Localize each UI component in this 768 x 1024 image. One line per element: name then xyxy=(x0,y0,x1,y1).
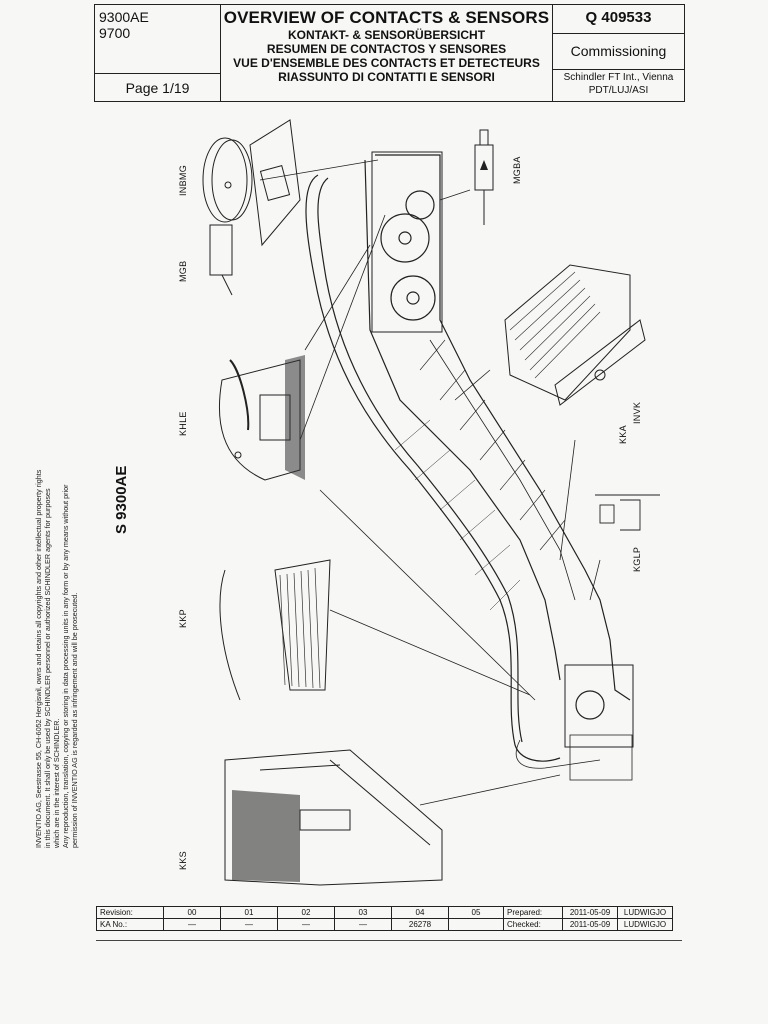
label-kkp: KKP xyxy=(178,609,188,628)
label-mgb: MGB xyxy=(178,260,188,282)
lower-pit-detail xyxy=(224,749,443,886)
checked-by: LUDWIGJO xyxy=(617,918,673,931)
product-code: 9300AE xyxy=(99,9,149,25)
organization-dept: PDT/LUJ/ASI xyxy=(588,85,649,96)
title-block-right: Q 409533 Commissioning Schindler FT Int.… xyxy=(553,5,685,101)
ka-cell: 26278 xyxy=(391,918,449,931)
revision-table: Revision: 00 01 02 03 04 05 Prepared: 20… xyxy=(96,906,673,931)
ka-cell: — xyxy=(163,918,221,931)
truss-web xyxy=(419,339,566,551)
copyright-notice: INVENTIO AG, Seestrasse 55, CH-6052 Herg… xyxy=(34,470,79,848)
truss-bottom xyxy=(364,159,561,681)
document-number: Q 409533 xyxy=(553,5,684,34)
rev-label: Revision: xyxy=(96,906,164,919)
table-row: Revision: 00 01 02 03 04 05 Prepared: 20… xyxy=(96,906,673,919)
label-kks: KKS xyxy=(178,851,188,870)
rev-cell: 00 xyxy=(163,906,221,919)
ka-cell: — xyxy=(220,918,278,931)
table-row: KA No.: — — — — 26278 Checked: 2011-05-0… xyxy=(96,918,673,931)
legal-line-4: Any reproduction, translation, copying o… xyxy=(61,484,70,848)
page-title: OVERVIEW OF CONTACTS & SENSORS xyxy=(223,8,550,27)
title-block-center: OVERVIEW OF CONTACTS & SENSORS KONTAKT- … xyxy=(221,5,553,101)
ka-cell xyxy=(448,918,504,931)
prepared-label: Prepared: xyxy=(503,906,563,919)
brake-sensor xyxy=(209,224,233,276)
ka-label: KA No.: xyxy=(96,918,164,931)
drive-wheel-lower xyxy=(390,275,436,321)
rev-cell: 05 xyxy=(448,906,504,919)
document-type: Commissioning xyxy=(553,33,684,70)
checked-date: 2011-05-09 xyxy=(562,918,618,931)
rev-cell: 02 xyxy=(277,906,335,919)
drive-wheel-upper xyxy=(380,213,430,263)
handrail-inner xyxy=(317,177,523,743)
subtitle-de: KONTAKT- & SENSORÜBERSICHT xyxy=(287,28,486,42)
brake-bracket xyxy=(249,119,301,247)
handrail-entry-detail xyxy=(218,359,301,481)
product-code-alt: 9700 xyxy=(99,25,131,41)
label-invk: INVK xyxy=(632,401,642,424)
legal-line-3: which are in the interest of SCHINDLER. xyxy=(52,718,61,848)
ka-cell: — xyxy=(334,918,392,931)
page-number: Page 1/19 xyxy=(95,73,220,102)
subtitle-fr: VUE D'ENSEMBLE DES CONTACTS ET DETECTEUR… xyxy=(233,56,540,70)
label-kka: KKA xyxy=(618,425,628,444)
comb-plate-detail xyxy=(219,569,241,701)
legal-line-5: permission of INVENTIO AG is regarded as… xyxy=(70,592,79,848)
organization: Schindler FT Int., Vienna PDT/LUJ/ASI xyxy=(553,71,684,97)
prepared-date: 2011-05-09 xyxy=(562,906,618,919)
title-block: 9300AE 9700 Page 1/19 OVERVIEW OF CONTAC… xyxy=(94,4,685,102)
rev-cell: 04 xyxy=(391,906,449,919)
truss-lower-rail xyxy=(429,339,576,601)
rev-cell: 03 xyxy=(334,906,392,919)
title-block-left: 9300AE 9700 Page 1/19 xyxy=(95,5,221,101)
prepared-by: LUDWIGJO xyxy=(617,906,673,919)
legal-line-1: INVENTIO AG, Seestrasse 55, CH-6052 Herg… xyxy=(34,469,43,848)
kglp-sensor xyxy=(599,504,615,524)
label-mgba: MGBA xyxy=(512,156,522,184)
checked-label: Checked: xyxy=(503,918,563,931)
rev-cell: 01 xyxy=(220,906,278,919)
ka-cell: — xyxy=(277,918,335,931)
subtitle-it: RIASSUNTO DI CONTATTI E SENSORI xyxy=(278,70,495,84)
legal-line-2: in this document. It shall only be used … xyxy=(43,488,52,848)
kka-detail xyxy=(504,264,631,401)
cut-off-row xyxy=(96,940,682,945)
subtitle-es: RESUMEN DE CONTACTOS Y SENSORES xyxy=(266,42,507,56)
truss-top xyxy=(375,154,631,701)
label-inbmg: INBMG xyxy=(178,164,188,196)
model-label: S 9300AE xyxy=(113,465,130,534)
label-khle: KHLE xyxy=(178,411,188,436)
brake-disc xyxy=(202,137,248,223)
label-kglp: KGLP xyxy=(632,546,642,572)
organization-name: Schindler FT Int., Vienna xyxy=(563,72,674,83)
lower-station-box xyxy=(564,664,634,748)
upper-station-box xyxy=(371,151,443,333)
handrail-outline xyxy=(305,174,561,762)
